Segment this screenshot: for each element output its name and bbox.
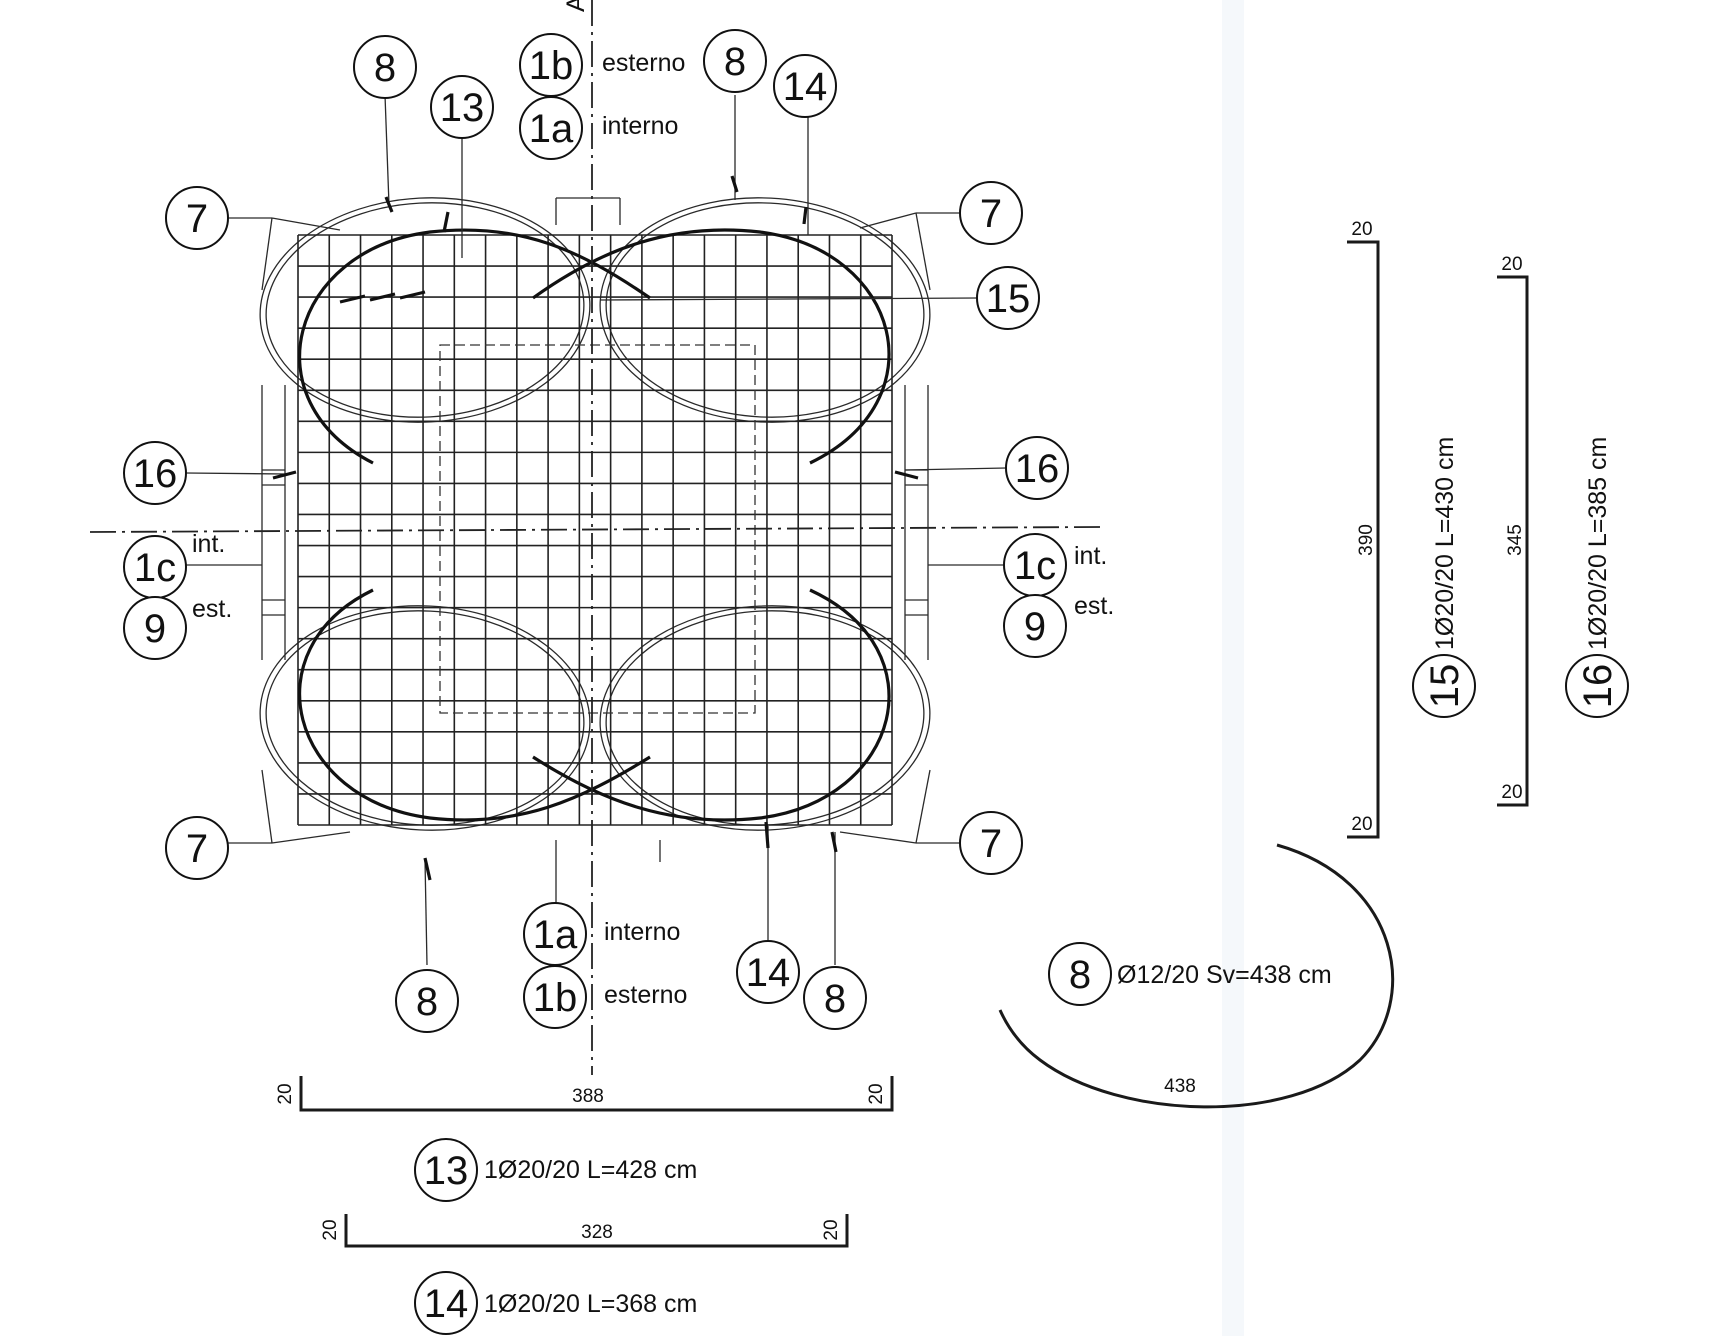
bar-16-dim-top: 20	[1501, 254, 1522, 275]
mark-bottom-1b: 1b	[523, 965, 587, 1029]
svg-text:1b: 1b	[529, 44, 574, 88]
mark-left-9: 9	[123, 596, 187, 660]
label-top-esterno: esterno	[602, 49, 685, 77]
mark-top-8-right: 8	[703, 29, 767, 93]
bar-16-dim-main: 345	[1505, 524, 1526, 556]
svg-text:7: 7	[186, 197, 208, 241]
svg-text:1a: 1a	[533, 913, 578, 957]
bar-16-dim-bottom: 20	[1501, 782, 1522, 803]
label-left-int: int.	[192, 530, 225, 558]
svg-text:14: 14	[746, 951, 791, 995]
svg-text:15: 15	[986, 277, 1031, 321]
bar-14-dim-right: 20	[821, 1219, 842, 1240]
mark-right-9: 9	[1003, 594, 1067, 658]
mark-bottom-14: 14	[736, 940, 800, 1004]
bar-8-shape: 438	[998, 843, 1395, 1109]
bar-14-dim-left: 20	[320, 1219, 341, 1240]
svg-text:7: 7	[980, 192, 1002, 236]
label-right-int: int.	[1074, 542, 1107, 570]
svg-text:14: 14	[783, 65, 828, 109]
mark-left-1c: 1c	[123, 535, 187, 599]
label-top-interno: interno	[602, 112, 678, 140]
mark-right-1c: 1c	[1003, 533, 1067, 597]
svg-text:1c: 1c	[134, 546, 176, 590]
svg-text:1b: 1b	[533, 976, 578, 1020]
svg-text:8: 8	[374, 46, 396, 90]
mark-bottom-7-left: 7	[165, 816, 229, 880]
mark-top-8-left: 8	[353, 35, 417, 99]
mark-right-16: 16	[1005, 436, 1069, 500]
svg-text:8: 8	[724, 40, 746, 84]
bar-15-shape: 20 20 390	[1347, 219, 1380, 839]
mark-bottom-8-right: 8	[803, 966, 867, 1030]
bar-13-label: 13 1Ø20/20 L=428 cm	[414, 1138, 697, 1202]
mark-bottom-7-right: 7	[959, 811, 1023, 875]
bar-14-shape: 328 20 20	[320, 1214, 849, 1248]
arc-bars	[298, 228, 891, 822]
side-hatch	[261, 197, 929, 862]
svg-text:9: 9	[144, 607, 166, 651]
bar-8-dim-main: 438	[1164, 1076, 1196, 1097]
svg-text:15: 15	[1423, 664, 1467, 709]
mark-bottom-1a: 1a	[523, 902, 587, 966]
label-left-est: est.	[192, 595, 232, 623]
bar-16-shape: 20 20 345	[1497, 254, 1529, 807]
leader-lines	[185, 94, 1007, 966]
bar-15-spec: 1Ø20/20 L=430 cm	[1431, 437, 1459, 650]
bar-13-shape: 388 20 20	[275, 1076, 894, 1112]
mark-top-13: 13	[430, 75, 494, 139]
bar-15-dim-bottom: 20	[1351, 814, 1372, 835]
mark-right-15: 15	[976, 266, 1040, 330]
bar-14-dim-main: 328	[581, 1222, 613, 1243]
rebar-grid	[297, 234, 893, 826]
svg-text:13: 13	[424, 1149, 469, 1193]
bar-16-label: 16 1Ø20/20 L=385 cm	[1565, 437, 1629, 718]
bar-15-label: 15 1Ø20/20 L=430 cm	[1412, 437, 1476, 718]
bar-14-label: 14 1Ø20/20 L=368 cm	[414, 1271, 697, 1335]
svg-text:16: 16	[1576, 664, 1620, 709]
label-bottom-interno: interno	[604, 918, 680, 946]
bar-14-spec: 1Ø20/20 L=368 cm	[484, 1290, 697, 1318]
mark-top-1a: 1a	[519, 96, 583, 160]
bar-13-dim-main: 388	[572, 1086, 604, 1107]
svg-text:1c: 1c	[1014, 544, 1056, 588]
svg-text:8: 8	[416, 980, 438, 1024]
svg-text:8: 8	[1069, 953, 1091, 997]
label-right-est: est.	[1074, 592, 1114, 620]
bar-15-dim-main: 390	[1356, 524, 1377, 556]
svg-text:1a: 1a	[529, 107, 574, 151]
mark-left-16: 16	[123, 441, 187, 505]
svg-text:7: 7	[186, 827, 208, 871]
svg-text:16: 16	[1015, 447, 1060, 491]
bar-13-spec: 1Ø20/20 L=428 cm	[484, 1156, 697, 1184]
lap-ticks	[272, 175, 919, 881]
axis-label: A	[562, 0, 590, 12]
bar-8-spec: Ø12/20 Sv=438 cm	[1117, 961, 1332, 989]
bar-15-dim-top: 20	[1351, 219, 1372, 240]
svg-text:7: 7	[980, 822, 1002, 866]
mark-top-7-left: 7	[165, 186, 229, 250]
svg-text:9: 9	[1024, 605, 1046, 649]
mark-top-7-right: 7	[959, 181, 1023, 245]
scan-band	[1222, 0, 1244, 1336]
mark-bottom-8-left: 8	[395, 969, 459, 1033]
bar-16-spec: 1Ø20/20 L=385 cm	[1584, 437, 1612, 650]
mark-top-1b: 1b	[519, 33, 583, 97]
svg-text:14: 14	[424, 1282, 469, 1326]
axis-horizontal	[89, 526, 1101, 533]
bar-13-dim-right: 20	[866, 1083, 887, 1104]
svg-text:13: 13	[440, 86, 485, 130]
mark-top-14: 14	[773, 54, 837, 118]
bar-8-label: 8 Ø12/20 Sv=438 cm	[1048, 942, 1332, 1006]
svg-text:8: 8	[824, 977, 846, 1021]
bar-13-dim-left: 20	[275, 1083, 296, 1104]
svg-text:16: 16	[133, 452, 178, 496]
label-bottom-esterno: esterno	[604, 981, 687, 1009]
